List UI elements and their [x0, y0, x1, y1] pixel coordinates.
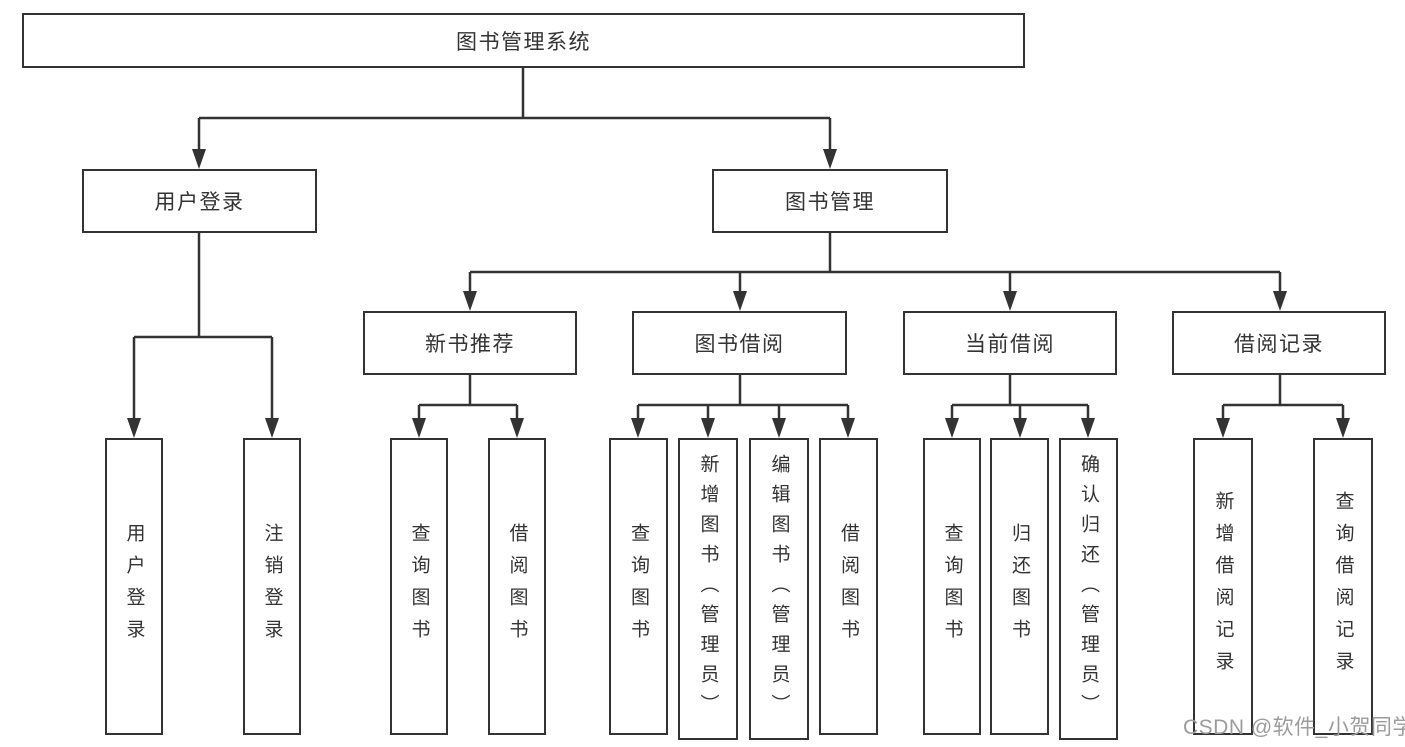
- node-user-login: 用户登录: [82, 169, 317, 233]
- node-borrowing-records: 借阅记录: [1172, 311, 1386, 375]
- node-current-borrowing: 当前借阅: [903, 311, 1117, 375]
- leaf-edit-book-admin: 编辑图书（管理员）: [749, 438, 809, 740]
- leaf-add-borrow-record: 新增借阅记录: [1193, 438, 1253, 735]
- leaf-logout: 注销登录: [243, 438, 301, 735]
- leaf-borrow-books-recommend: 借阅图书: [488, 438, 546, 735]
- node-root-library-system: 图书管理系统: [22, 13, 1025, 68]
- leaf-query-borrow-record: 查询借阅记录: [1313, 438, 1373, 735]
- leaf-user-login: 用户登录: [105, 438, 163, 735]
- node-book-borrowing: 图书借阅: [632, 311, 847, 375]
- leaf-add-book-admin: 新增图书（管理员）: [678, 438, 738, 740]
- leaf-query-books-current: 查询图书: [923, 438, 981, 735]
- node-new-book-recommend: 新书推荐: [363, 311, 577, 375]
- leaf-query-books-recommend: 查询图书: [390, 438, 448, 735]
- node-book-management: 图书管理: [712, 169, 948, 233]
- leaf-return-book: 归还图书: [990, 438, 1049, 735]
- watermark: CSDN @软件_小贺同学: [1183, 716, 1405, 739]
- leaf-confirm-return-admin: 确认归还（管理员）: [1059, 438, 1118, 740]
- leaf-borrow-books-borrowing: 借阅图书: [819, 438, 878, 735]
- leaf-query-books-borrowing: 查询图书: [609, 438, 668, 735]
